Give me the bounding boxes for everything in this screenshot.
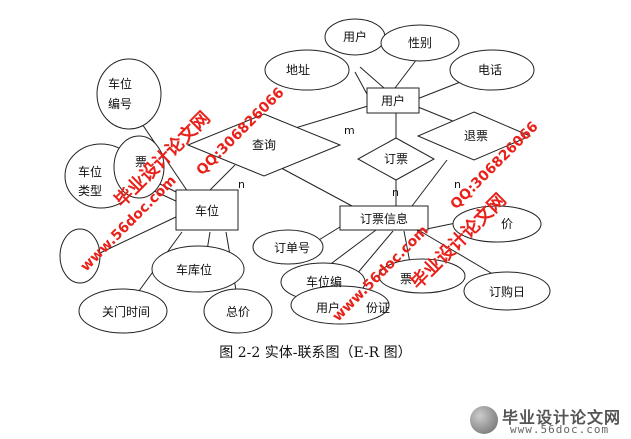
attr-ticket-price-partial-label: 价	[501, 217, 513, 231]
attribute-shapes	[59, 18, 551, 334]
figure-caption: 图 2-2 实体-联系图（E-R 图）	[219, 345, 412, 361]
attr-phone-label: 电话	[478, 63, 502, 77]
entity-ticket-info-label: 订票信息	[360, 211, 408, 226]
cardinality-n-refund: n	[454, 178, 461, 191]
attr-username-label: 用户	[343, 29, 367, 44]
attr-order-no-label: 订单号	[274, 241, 310, 255]
attr-space-type-line1: 车位	[78, 164, 102, 179]
attr-id-card-left: 用户	[316, 300, 340, 315]
attr-space-no-line2: 编号	[108, 96, 132, 111]
attr-fare-partial-label: 票	[135, 155, 147, 169]
attr-gender-label: 性别	[408, 36, 432, 50]
attr-space-no-line1: 车位	[108, 76, 132, 91]
logo-url: www.56doc.com	[510, 423, 610, 436]
site-logo: 毕业设计论文网 www.56doc.com	[470, 404, 628, 436]
attr-total-price-label: 总价	[226, 305, 250, 319]
globe-icon	[470, 406, 498, 434]
cardinality-n-book: n	[392, 186, 399, 199]
attr-booker-partial-label: 票	[400, 272, 412, 286]
rel-refund-label: 退票	[464, 129, 488, 143]
entity-user-label: 用户	[381, 93, 405, 108]
entity-shapes	[175, 87, 429, 231]
attr-address-label: 地址	[286, 63, 310, 77]
attr-space-type-line2: 类型	[78, 184, 102, 198]
attr-id-card-right: 份证	[366, 301, 390, 315]
rel-book-label: 订票	[384, 152, 408, 166]
rel-query-label: 查询	[252, 138, 276, 152]
attr-order-date-label: 订购日	[489, 284, 525, 299]
cardinality-n-query: n	[238, 178, 245, 191]
attr-garage-slot-label: 车库位	[176, 262, 212, 277]
logo-title: 毕业设计论文网	[502, 408, 622, 427]
cardinality-m: m	[344, 124, 355, 137]
relationship-shapes	[186, 111, 532, 181]
entity-parking-space-label: 车位	[195, 203, 219, 218]
attr-close-time-label: 关门时间	[102, 304, 150, 319]
attr-ticket-space-label: 车位编	[306, 274, 342, 289]
